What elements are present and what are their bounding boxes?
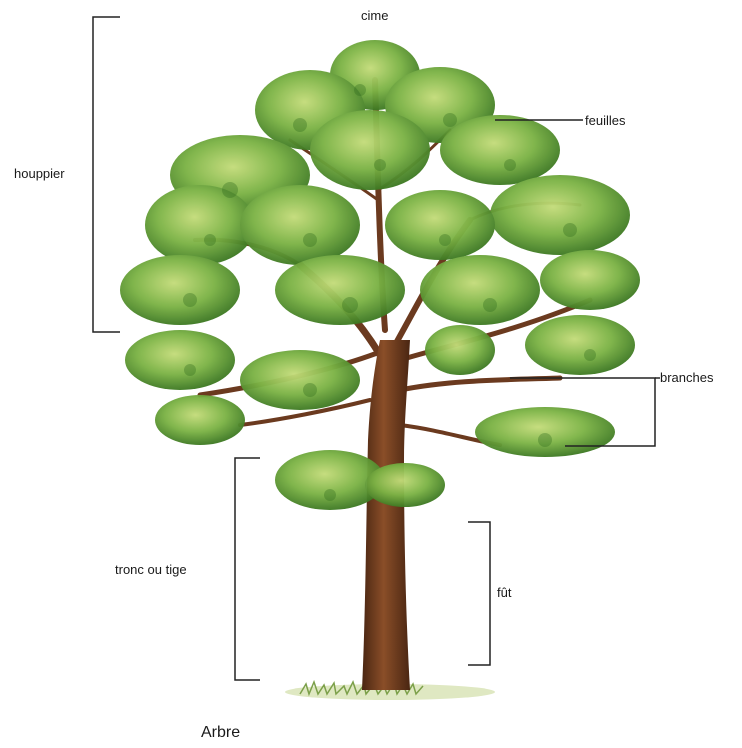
label-feuilles: feuilles bbox=[585, 113, 625, 129]
trunk-shape bbox=[362, 340, 410, 690]
houppier-bracket bbox=[93, 17, 120, 332]
label-fut: fût bbox=[497, 585, 511, 601]
label-branches: branches bbox=[660, 370, 713, 386]
label-tronc: tronc ou tige bbox=[115, 562, 187, 578]
tronc-bracket bbox=[235, 458, 260, 680]
label-cime: cime bbox=[361, 8, 388, 24]
label-houppier: houppier bbox=[14, 166, 65, 182]
caption: Arbre bbox=[201, 724, 240, 742]
fut-bracket bbox=[468, 522, 490, 665]
